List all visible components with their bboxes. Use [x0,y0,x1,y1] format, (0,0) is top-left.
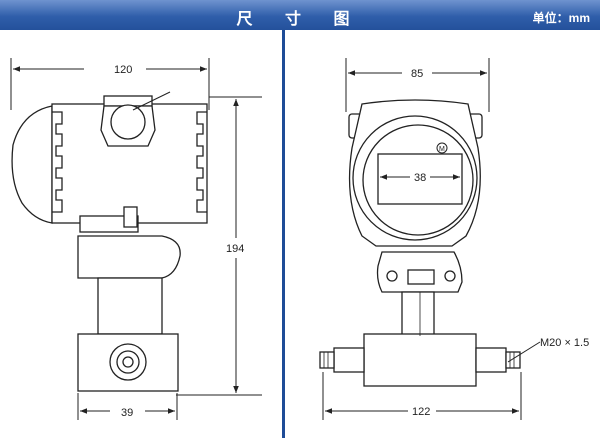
fitting-left-tip [319,351,335,369]
fitting-right-tip [505,351,521,369]
dim-85-label: 85 [411,68,423,80]
neck-plate [407,269,435,285]
fitting-left [333,347,365,373]
logo-letter: M [439,146,445,153]
left-fins [52,111,63,213]
stem [97,277,163,335]
fitting-threads [323,292,515,368]
neck-bolt-right [444,270,456,282]
lock-screw [123,206,138,228]
neck-bolt-left [386,270,398,282]
right-fins [196,111,207,213]
unit-label: 单位：mm [532,11,590,25]
flange-body [363,333,477,387]
gland-hole [110,104,146,140]
dimension-drawing: 120 194 39 [10,58,589,420]
dim-120-label: 120 [114,64,132,76]
lcd-display [377,153,463,205]
dim-194-label: 194 [226,243,244,255]
thread-spec-label: M20 × 1.5 [540,337,589,349]
logo-badge [436,142,448,154]
page-title: 尺 寸 图 [236,11,364,28]
dim-38-label: 38 [414,172,426,184]
front-dimensions [322,58,541,420]
side-dimensions [10,58,262,420]
gland-leader [132,91,171,111]
side-view [11,91,208,392]
dim-39-label: 39 [121,407,133,419]
fitting-right [475,347,507,373]
thread-leader [507,341,541,363]
dim-122-label: 122 [412,406,430,418]
front-stem [401,291,435,337]
front-view [319,99,521,387]
cover-dome [11,105,53,224]
view-divider [282,30,285,438]
process-port-inner [122,356,134,368]
header-bar: 尺 寸 图 单位：mm [0,0,600,30]
neck [77,235,181,279]
